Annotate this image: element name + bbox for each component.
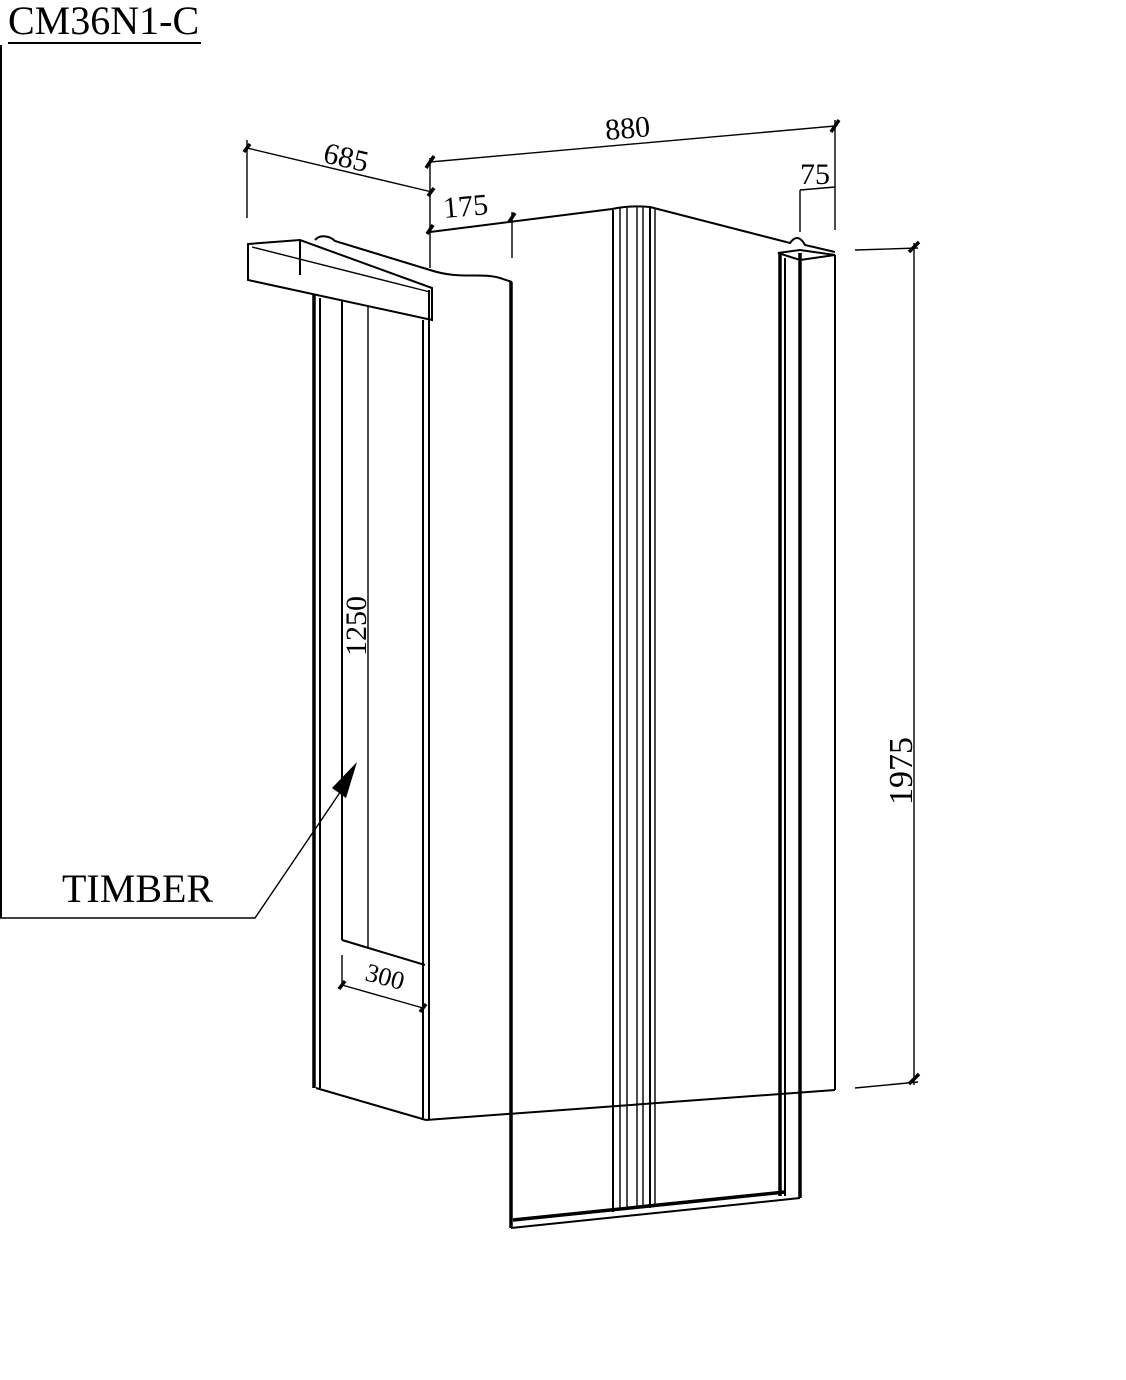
- timber-label: TIMBER: [62, 866, 213, 911]
- dimension-return-left: 175: [425, 188, 517, 258]
- dimension-height: 1975: [854, 240, 921, 1089]
- dimension-window-height-label: 1250: [340, 596, 373, 656]
- dimension-depth-label: 685: [320, 137, 371, 179]
- back-top-edge: [429, 205, 836, 253]
- dimension-width-label: 880: [604, 110, 652, 147]
- arrow-icon: [332, 762, 357, 798]
- dimension-width: 880: [424, 110, 841, 268]
- dimension-return-right-label: 75: [800, 158, 830, 191]
- dimension-window-width-label: 300: [362, 958, 407, 996]
- dimension-return-left-label: 175: [442, 188, 490, 225]
- side-panel: [312, 290, 430, 1121]
- side-panel-top-cap: [247, 235, 513, 322]
- front-door-panel: [425, 248, 836, 1229]
- dimension-height-label: 1975: [883, 737, 920, 805]
- back-corner: [612, 207, 656, 1212]
- timber-window: [341, 300, 426, 966]
- drawing-title: CM36N1-C: [8, 0, 202, 44]
- dimension-depth: 685: [242, 137, 436, 218]
- timber-leader: TIMBER: [0, 762, 357, 919]
- dimension-window-width: 300: [337, 955, 428, 1014]
- dimension-return-right: 75: [799, 158, 836, 232]
